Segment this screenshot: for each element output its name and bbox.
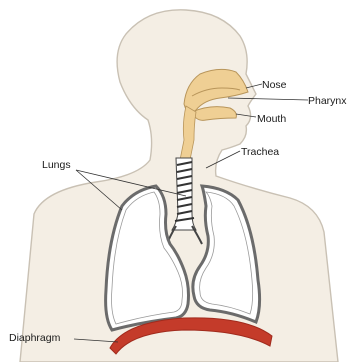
- label-diaphragm: Diaphragm: [9, 333, 60, 344]
- label-pharynx: Pharynx: [308, 96, 347, 107]
- label-lungs: Lungs: [42, 160, 71, 171]
- label-mouth: Mouth: [257, 114, 286, 125]
- label-trachea: Trachea: [241, 147, 279, 158]
- label-nose: Nose: [262, 80, 287, 91]
